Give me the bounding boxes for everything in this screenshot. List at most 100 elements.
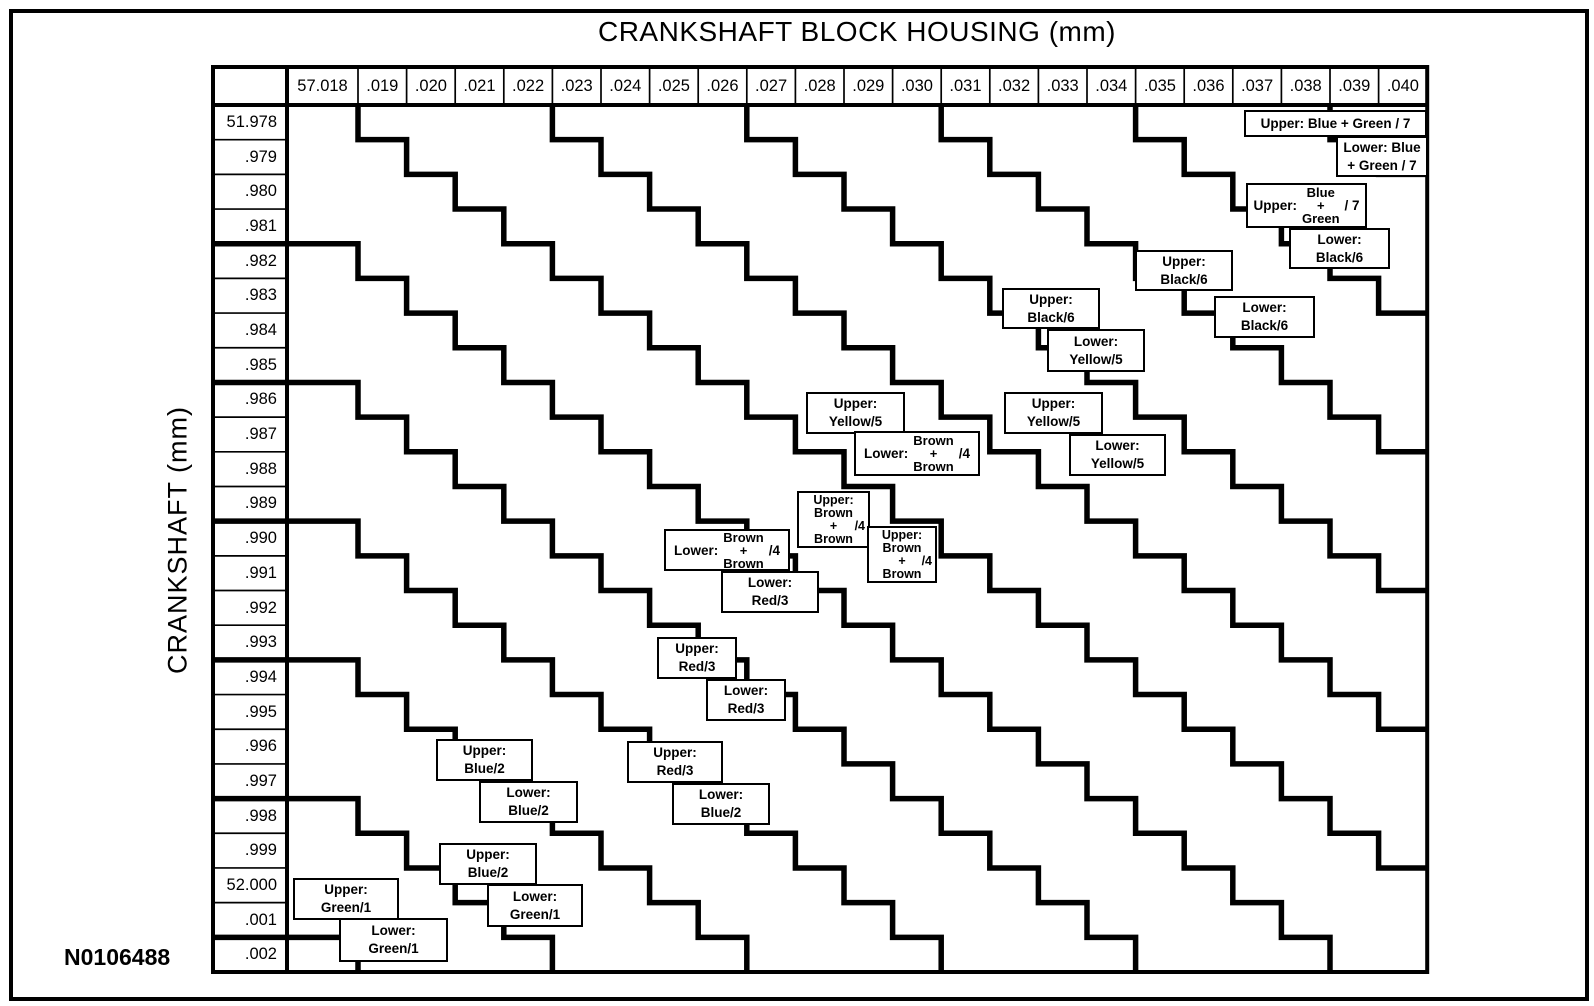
grade-label-text: Upper:Black/6 [1160, 253, 1208, 287]
grade-label: Upper:Blue/2 [436, 739, 533, 781]
y-axis-tick: .990 [244, 529, 277, 548]
y-axis-tick: .997 [244, 771, 277, 790]
x-axis-tick: .019 [366, 77, 399, 95]
x-axis-tick: .025 [657, 77, 690, 95]
grade-label-text: Lower:Red/3 [747, 575, 793, 608]
grade-label: Lower:Yellow/5 [1047, 329, 1145, 372]
x-axis-tick: .038 [1289, 77, 1322, 95]
y-axis-tick: .984 [244, 321, 277, 340]
grade-label-text: Lower:Blue/2 [506, 785, 551, 818]
grade-label: Lower:Green/1 [339, 918, 448, 962]
y-axis-tick: 52.000 [226, 875, 277, 894]
y-axis-tick: .002 [244, 945, 277, 964]
grade-label: Upper:Brown+Brown/4 [867, 526, 937, 583]
grade-label-suffix: /4 [958, 446, 970, 461]
grade-label: Upper:Brown+Brown/4 [797, 491, 870, 548]
y-axis-tick: .995 [244, 702, 277, 721]
grade-label-text: Lower:Green/1 [509, 888, 561, 922]
y-axis-tick: .979 [244, 147, 277, 166]
grade-label: Lower:Green/1 [487, 884, 583, 927]
grade-label-suffix: /4 [768, 542, 780, 558]
grade-label-text: Upper:Yellow/5 [828, 396, 883, 429]
x-axis-tick: .023 [560, 77, 593, 95]
grade-label-text: Lower:Green/1 [368, 923, 419, 956]
grade-label: Lower:Brown+Brown/4 [664, 529, 790, 571]
grade-label: Lower:Black/6 [1289, 228, 1390, 269]
grade-label-stack: Blue+Green [1301, 185, 1340, 226]
grade-label: Upper:Blue+Green/ 7 [1246, 183, 1367, 228]
y-axis-tick: .988 [244, 459, 277, 478]
x-axis-tick: .022 [512, 77, 545, 95]
grade-label-text: Upper:Green/1 [320, 882, 372, 915]
x-axis-tick: .029 [852, 77, 885, 95]
grade-label: Upper:Red/3 [627, 741, 723, 783]
y-axis-tick: 51.978 [226, 113, 277, 131]
y-axis-tick: .996 [244, 737, 277, 756]
grade-label-stack: Brown+Brown [723, 529, 764, 571]
grade-label: Lower:Blue/2 [479, 781, 578, 823]
y-axis-tick: .994 [244, 667, 277, 686]
y-axis-tick: .980 [244, 182, 277, 201]
grade-label: Upper:Black/6 [1135, 250, 1233, 291]
grade-label-text: Upper:Black/6 [1027, 291, 1075, 325]
y-axis-tick: .981 [244, 217, 277, 236]
y-axis-tick: .983 [244, 286, 277, 305]
grade-label: Upper: Blue + Green / 7 [1244, 110, 1427, 137]
x-axis-tick: .031 [949, 77, 982, 95]
x-axis-tick: .030 [900, 77, 933, 95]
y-axis-tick: .993 [244, 633, 277, 652]
grade-label-text: Lower:Red/3 [723, 683, 769, 716]
band-boundary-line [355, 105, 1428, 871]
band-boundary-line [213, 240, 1333, 972]
y-axis-tick: .985 [244, 355, 277, 374]
x-axis-tick: .035 [1143, 77, 1176, 95]
grade-label: Lower:Black/6 [1214, 296, 1315, 338]
x-axis-tick: .034 [1095, 77, 1128, 95]
grade-label: Upper:Black/6 [1002, 288, 1100, 329]
grade-label-text: Upper:Blue/2 [466, 847, 510, 880]
x-axis-tick: 57.018 [297, 77, 348, 95]
x-axis-tick: .021 [463, 77, 496, 95]
grade-label-text: Lower: Blue+ Green / 7 [1343, 139, 1421, 173]
grade-label-suffix: /4 [854, 519, 865, 533]
x-axis-tick: .028 [803, 77, 836, 95]
grade-label-text: Lower:Yellow/5 [1069, 333, 1123, 367]
chart-title: CRANKSHAFT BLOCK HOUSING (mm) [597, 16, 1117, 47]
grade-label: Upper:Yellow/5 [806, 392, 905, 434]
figure-number: N0106488 [64, 944, 171, 970]
grade-label: Lower:Red/3 [706, 679, 786, 721]
x-axis-tick: .037 [1241, 77, 1274, 95]
y-axis-tick: .992 [244, 598, 277, 617]
grade-label: Upper:Red/3 [657, 637, 737, 679]
band-boundary-line [549, 105, 1428, 732]
grade-label: Lower:Yellow/5 [1069, 434, 1166, 476]
y-axis-tick: .998 [244, 806, 277, 825]
grade-label-text: Lower:Yellow/5 [1090, 438, 1145, 471]
y-axis-tick: .989 [244, 494, 277, 513]
grade-label-text: Upper:Yellow/5 [1026, 396, 1081, 429]
x-axis-tick: .036 [1192, 77, 1225, 95]
grade-label: Lower:Red/3 [721, 571, 819, 613]
x-axis-tick: .026 [706, 77, 739, 95]
x-axis-tick: .039 [1338, 77, 1371, 95]
grade-label: Upper:Blue/2 [439, 843, 537, 885]
grade-label-stack: Brown+Brown [913, 433, 954, 474]
grade-label-text: Lower:Black/6 [1315, 231, 1364, 265]
y-axis-tick: .987 [244, 425, 277, 444]
x-axis-tick: .024 [609, 77, 642, 95]
grade-label: Upper:Yellow/5 [1004, 392, 1103, 434]
x-axis-tick: .040 [1386, 77, 1419, 95]
grade-label: Upper:Green/1 [293, 878, 399, 920]
grade-label-prefix: Lower: [864, 446, 909, 461]
grade-label: Lower:Blue/2 [672, 783, 770, 825]
page-border [9, 9, 1589, 1001]
y-axis-tick: .001 [244, 910, 277, 929]
grade-label-text: Upper:Blue/2 [462, 743, 507, 776]
grade-label: Lower: Brown+Brown/4 [854, 431, 980, 476]
x-axis-tick: .033 [1046, 77, 1079, 95]
y-axis-tick: .991 [244, 563, 277, 582]
y-axis-tick: .986 [244, 390, 277, 409]
table-frame [211, 65, 1430, 974]
